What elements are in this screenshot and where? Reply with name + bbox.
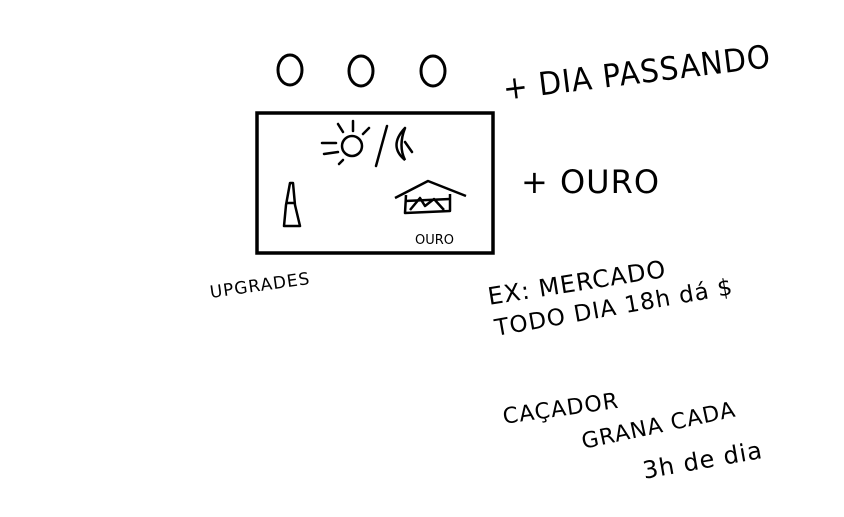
counter-circle-2 — [347, 54, 375, 88]
sun-moon-icon — [320, 119, 414, 168]
gold-mine-icon — [394, 179, 467, 215]
counter-label-1: 0 — [281, 52, 283, 53]
tower-icon — [282, 181, 302, 228]
counter-circles — [276, 53, 447, 88]
counter-circle-1 — [276, 53, 304, 87]
gold-mine-label: OURO — [415, 233, 454, 248]
counter-circle-3 — [419, 54, 447, 88]
game-screen-frame — [255, 111, 495, 255]
gold-bonus-label: + OURO — [521, 163, 661, 201]
